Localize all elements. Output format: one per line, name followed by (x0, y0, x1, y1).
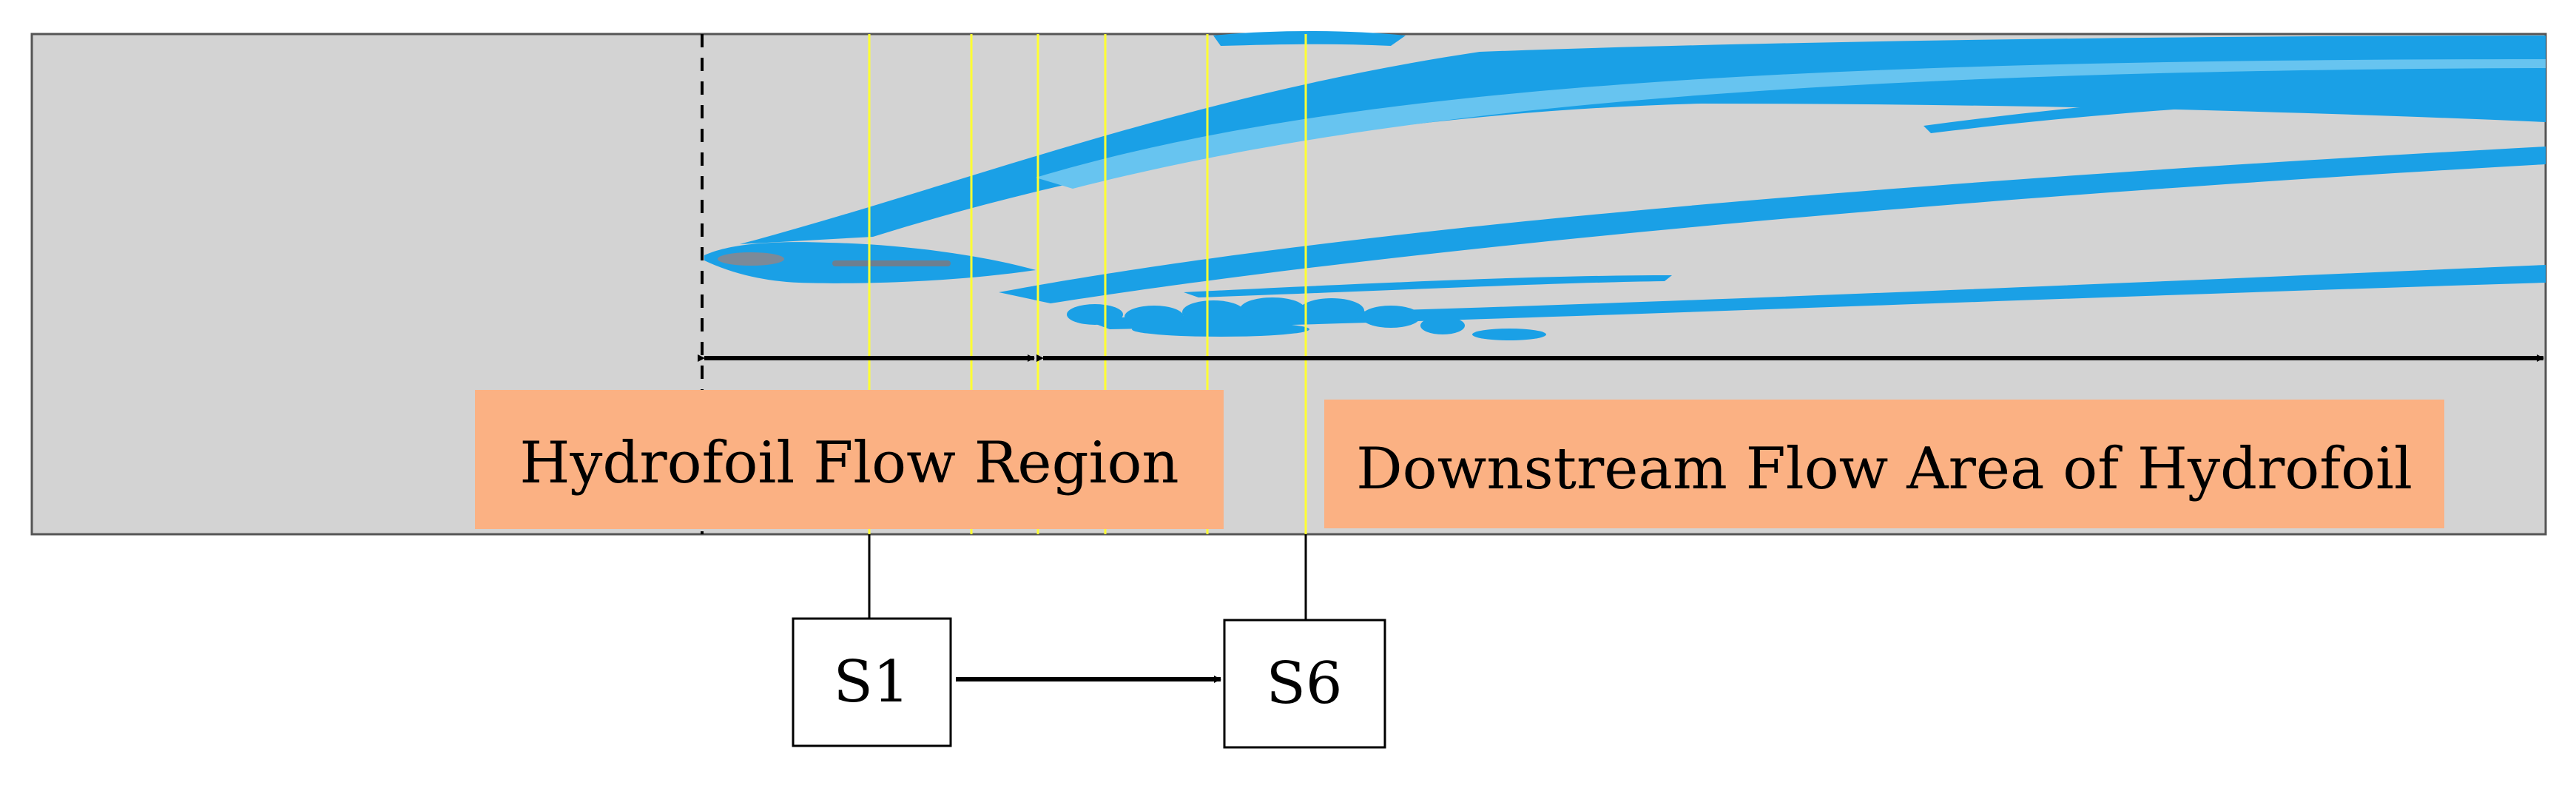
hydrofoil-region-label: Hydrofoil Flow Region (519, 430, 1179, 497)
downstream-region-label: Downstream Flow Area of Hydrofoil (1356, 436, 2413, 502)
hydrofoil-trailing-cavity (832, 260, 951, 266)
top-fragment (1213, 31, 1406, 46)
upper-vortex-highlight (1036, 59, 2546, 189)
downstream-region-label-box (1324, 400, 2444, 528)
middle-trailing-vortex (999, 147, 2546, 303)
upper-vortex-band (740, 36, 2546, 244)
hydrofoil-leading-edge-cavity (718, 252, 784, 266)
s1-box (792, 617, 952, 747)
upper-secondary-wisp (1923, 80, 2546, 133)
s6-box (1223, 619, 1386, 749)
lower-trailing-vortex (1080, 265, 2546, 329)
hydrofoil-region-label-box (475, 390, 1224, 529)
cloud-cavitation-cluster (1067, 297, 1546, 340)
s1-label: S1 (833, 649, 909, 716)
s6-label: S6 (1266, 650, 1342, 717)
vortex-structures (704, 31, 2546, 340)
